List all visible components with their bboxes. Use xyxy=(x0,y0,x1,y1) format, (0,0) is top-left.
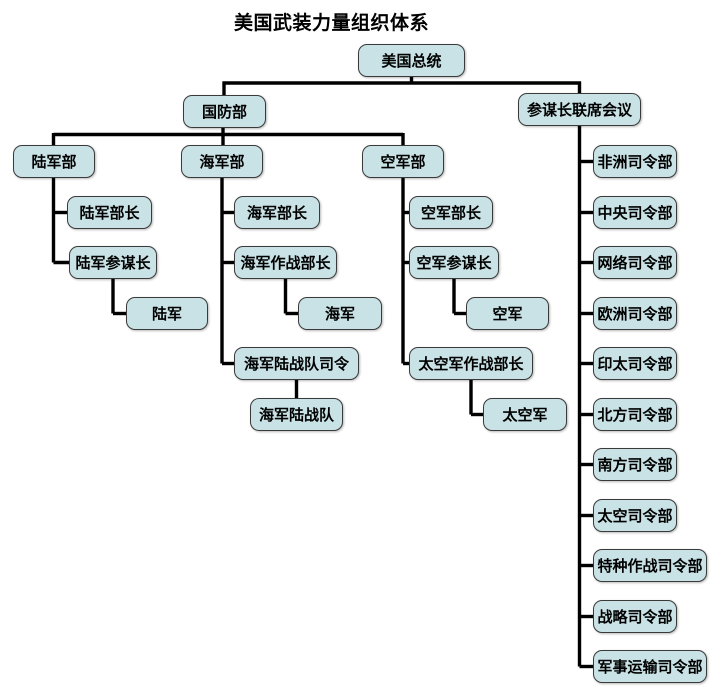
node-southern-command: 南方司令部 xyxy=(593,448,677,481)
node-cyber-command: 网络司令部 xyxy=(593,246,677,279)
node-space-force: 太空军 xyxy=(483,398,567,431)
node-transportation-command: 军事运输司令部 xyxy=(593,650,707,683)
node-space-command: 太空司令部 xyxy=(593,499,677,532)
node-air-force-chief-of-staff: 空军参谋长 xyxy=(409,246,499,279)
chart-title: 美国武装力量组织体系 xyxy=(234,13,430,34)
node-air-force: 空军 xyxy=(466,297,549,330)
node-joint-chiefs: 参谋长联席会议 xyxy=(518,93,641,126)
node-army-chief-of-staff: 陆军参谋长 xyxy=(69,246,157,279)
node-air-force-secretary: 空军部长 xyxy=(409,196,493,229)
node-central-command: 中央司令部 xyxy=(593,196,677,229)
node-chief-naval-operations: 海军作战部长 xyxy=(234,246,337,279)
node-navy: 海军 xyxy=(298,297,382,330)
node-strategic-command: 战略司令部 xyxy=(593,600,677,633)
node-europe-command: 欧洲司令部 xyxy=(593,297,677,330)
node-president: 美国总统 xyxy=(358,44,465,77)
node-marine-commandant: 海军陆战队司令 xyxy=(234,347,359,380)
node-northern-command: 北方司令部 xyxy=(593,398,677,431)
node-air-force-dept: 空军部 xyxy=(362,145,444,178)
node-special-ops-command: 特种作战司令部 xyxy=(593,549,707,582)
node-navy-secretary: 海军部长 xyxy=(234,196,320,229)
node-space-operations-chief: 太空军作战部长 xyxy=(409,347,533,380)
node-indo-pacific-command: 印太司令部 xyxy=(593,347,677,380)
node-army-dept: 陆军部 xyxy=(13,145,95,178)
node-army-secretary: 陆军部长 xyxy=(67,196,152,229)
node-defense-dept: 国防部 xyxy=(183,95,266,128)
node-army: 陆军 xyxy=(126,297,208,330)
node-marine-corps: 海军陆战队 xyxy=(250,398,343,431)
node-africa-command: 非洲司令部 xyxy=(593,145,677,178)
node-navy-dept: 海军部 xyxy=(181,145,263,178)
